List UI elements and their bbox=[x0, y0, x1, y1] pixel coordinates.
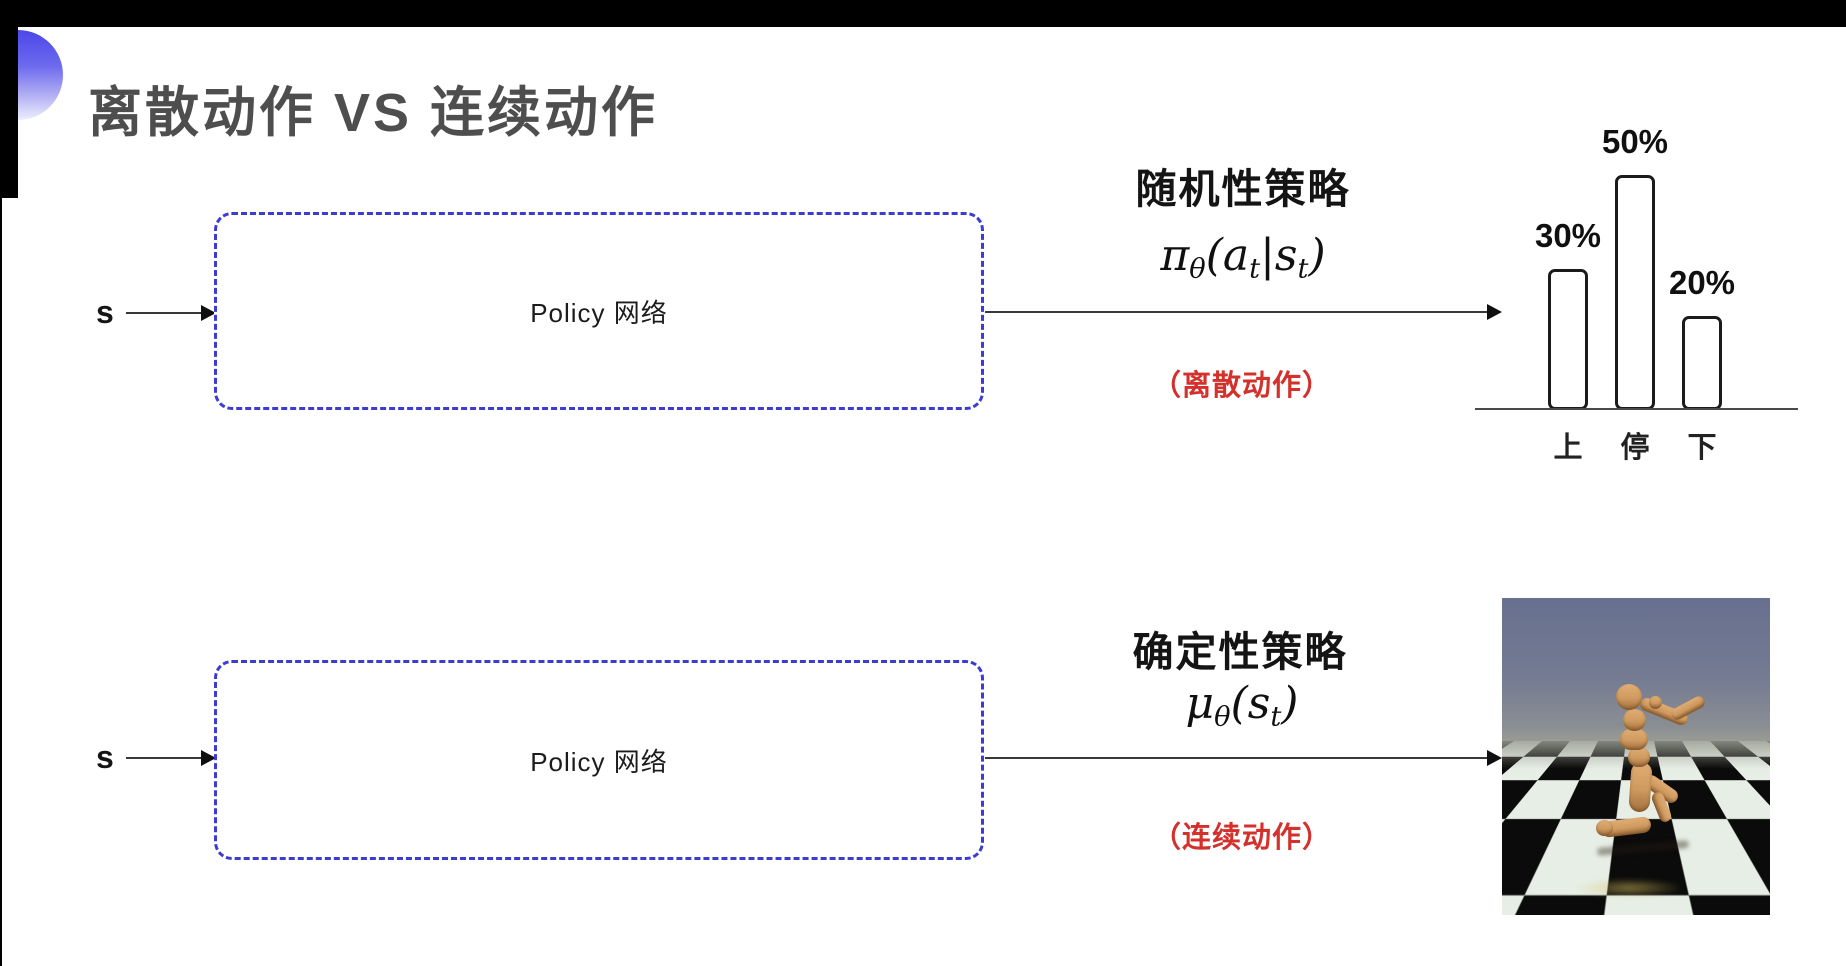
bar-value-label: 50% bbox=[1601, 123, 1669, 160]
letterbox-left-bar bbox=[0, 0, 18, 198]
bar-down bbox=[1682, 316, 1722, 410]
bar-up bbox=[1548, 269, 1588, 410]
letterbox-left-line bbox=[0, 0, 2, 966]
robot-hand bbox=[1649, 696, 1662, 709]
state-input-label-row2: s bbox=[96, 739, 114, 775]
formula-open-paren: ( bbox=[1205, 230, 1223, 281]
letterbox-top-bar bbox=[0, 0, 1846, 27]
action-probability-bar-chart: 30% 上 50% 停 20% 下 bbox=[1475, 100, 1798, 464]
arrow-head-icon bbox=[201, 750, 216, 766]
formula-close-paren: ) bbox=[1308, 230, 1326, 281]
robot-chest bbox=[1620, 729, 1648, 750]
arrow-shaft bbox=[126, 757, 203, 759]
formula-s: s bbox=[1274, 230, 1298, 281]
arrow-shaft bbox=[126, 312, 203, 314]
bar-stop bbox=[1615, 175, 1655, 410]
title-bullet-decoration bbox=[18, 30, 63, 120]
formula-open-paren: ( bbox=[1230, 678, 1248, 729]
formula-pi: π bbox=[1160, 230, 1190, 281]
bar-value-label: 30% bbox=[1534, 217, 1602, 254]
robot-rear-foot bbox=[1596, 820, 1613, 836]
bar-category-label: 停 bbox=[1620, 432, 1650, 464]
stochastic-policy-title: 随机性策略 bbox=[1135, 166, 1351, 212]
arrow-head-icon bbox=[1487, 750, 1502, 766]
continuous-action-note: （连续动作） bbox=[1151, 822, 1333, 854]
page-title: 离散动作 VS 连续动作 bbox=[88, 83, 659, 144]
formula-t-sub: t bbox=[1270, 701, 1282, 733]
arrow-head-icon bbox=[1487, 304, 1502, 320]
formula-t-sub: t bbox=[1249, 253, 1261, 285]
formula-a: a bbox=[1222, 230, 1250, 281]
state-input-label-row1: s bbox=[96, 294, 114, 330]
robot-neck bbox=[1623, 709, 1646, 731]
arrow-head-icon bbox=[201, 305, 216, 321]
bar-category-label: 下 bbox=[1687, 432, 1717, 464]
chart-baseline bbox=[1475, 408, 1798, 410]
deterministic-policy-formula: μθ(st) bbox=[1186, 678, 1299, 733]
robot-torso-pelvis bbox=[1628, 761, 1653, 813]
formula-s: s bbox=[1247, 678, 1271, 729]
arrow-shaft bbox=[985, 311, 1489, 313]
robot-belly bbox=[1628, 747, 1650, 767]
policy-network-label-row2: Policy 网络 bbox=[530, 746, 668, 777]
formula-t-sub: t bbox=[1297, 253, 1309, 285]
bar-value-label: 20% bbox=[1668, 264, 1736, 301]
bar-category-label: 上 bbox=[1553, 432, 1583, 464]
formula-close-paren: ) bbox=[1281, 678, 1299, 729]
discrete-action-note: （离散动作） bbox=[1151, 370, 1333, 402]
formula-bar: | bbox=[1260, 230, 1275, 281]
policy-network-box-row1: Policy 网络 bbox=[214, 212, 984, 410]
policy-network-box-row2: Policy 网络 bbox=[214, 660, 984, 860]
deterministic-policy-title: 确定性策略 bbox=[1132, 629, 1348, 675]
floor-glow-reflection bbox=[1574, 878, 1684, 898]
policy-network-label-row1: Policy 网络 bbox=[530, 297, 668, 328]
stochastic-policy-formula: πθ(at|st) bbox=[1160, 230, 1325, 285]
robot-head bbox=[1616, 684, 1642, 710]
formula-mu: μ bbox=[1185, 678, 1215, 729]
arrow-shaft bbox=[985, 757, 1489, 759]
formula-theta-sub: θ bbox=[1214, 701, 1231, 733]
formula-theta-sub: θ bbox=[1189, 253, 1206, 285]
humanoid-robot-image bbox=[1502, 598, 1770, 915]
